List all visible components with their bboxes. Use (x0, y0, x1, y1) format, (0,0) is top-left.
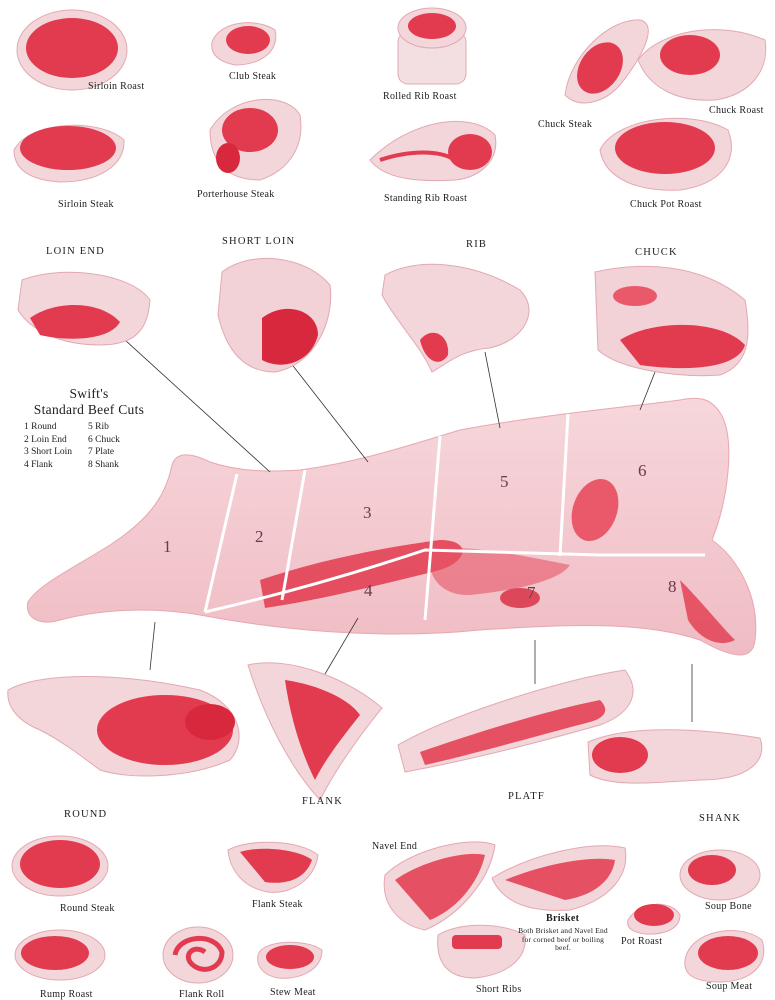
carcass-number-6: 6 (638, 462, 647, 479)
club-steak-label: Club Steak (229, 72, 276, 82)
flank-roll-label: Flank Roll (179, 990, 225, 1000)
stew-meat-label: Stew Meat (270, 988, 316, 998)
short-ribs-label: Short Ribs (476, 985, 522, 995)
legend-title: Swift's (24, 386, 154, 402)
chuck-pot-roast-label: Chuck Pot Roast (630, 200, 702, 210)
legend-item: 8 Shank (88, 459, 148, 472)
flank-piece (248, 663, 382, 800)
flank-steak-label: Flank Steak (252, 900, 303, 910)
porterhouse-steak-label: Porterhouse Steak (197, 190, 275, 200)
legend-item: 3 Short Loin (24, 446, 88, 459)
chuck-roast-image (638, 30, 766, 101)
club-steak-image (212, 23, 276, 65)
legend-item: 5 Rib (88, 421, 148, 434)
short-loin-section-label: SHORT LOIN (222, 237, 295, 248)
brisket-note: Both Brisket and Navel End for corned be… (518, 927, 608, 953)
chuck-pot-roast-image (600, 118, 731, 190)
navel-end-label: Navel End (372, 842, 417, 852)
short-loin-piece (218, 258, 331, 372)
round-steak-image (12, 836, 108, 896)
flank-steak-image (228, 842, 318, 892)
rolled-rib-roast-label: Rolled Rib Roast (383, 92, 457, 102)
pot-roast-image (628, 904, 680, 934)
carcass-number-2: 2 (255, 528, 264, 545)
brisket-label: Brisket (546, 914, 579, 924)
sirloin-steak-image (14, 125, 124, 182)
plate-section-label: PLATF (508, 792, 545, 803)
carcass-number-3: 3 (363, 504, 372, 521)
round-piece (8, 677, 239, 776)
legend-item: 1 Round (24, 421, 88, 434)
carcass-number-4: 4 (364, 582, 373, 599)
loin-end-section-label: LOIN END (46, 247, 105, 258)
stew-meat-image (258, 942, 322, 978)
soup-bone-image (680, 850, 760, 900)
loin-end-piece (18, 272, 150, 345)
soup-meat-image (685, 930, 764, 982)
shank-section-label: SHANK (699, 814, 741, 825)
sirloin-roast-image (17, 10, 127, 90)
round-section-label: ROUND (64, 810, 107, 821)
soup-bone-label: Soup Bone (705, 902, 752, 912)
shank-piece (588, 730, 762, 783)
chuck-piece (595, 266, 748, 375)
sirloin-steak-label: Sirloin Steak (58, 200, 114, 210)
carcass-number-8: 8 (668, 578, 677, 595)
legend-item: 4 Flank (24, 459, 88, 472)
standing-rib-roast-image (370, 121, 496, 180)
rib-piece (382, 264, 529, 372)
legend-item: 6 Chuck (88, 434, 148, 447)
flank-roll-image (163, 927, 233, 983)
short-ribs-image (438, 925, 526, 978)
rump-roast-image (15, 930, 105, 980)
carcass-number-1: 1 (163, 538, 172, 555)
pot-roast-label: Pot Roast (621, 937, 662, 947)
carcass-number-5: 5 (500, 473, 509, 490)
legend-item: 7 Plate (88, 446, 148, 459)
round-steak-label: Round Steak (60, 904, 115, 914)
chuck-roast-label: Chuck Roast (709, 106, 764, 116)
standard-cuts-legend: Swift's Standard Beef Cuts 1 Round 5 Rib… (24, 386, 154, 471)
standing-rib-roast-label: Standing Rib Roast (384, 194, 467, 204)
rib-section-label: RIB (466, 240, 487, 251)
sirloin-roast-label: Sirloin Roast (88, 82, 144, 92)
soup-meat-label: Soup Meat (706, 982, 752, 992)
flank-section-label: FLANK (302, 797, 343, 808)
chuck-steak-image (565, 20, 648, 103)
legend-item: 2 Loin End (24, 434, 88, 447)
navel-end-image (384, 842, 495, 930)
rolled-rib-roast-image (398, 8, 466, 84)
chuck-steak-label: Chuck Steak (538, 120, 592, 130)
carcass-number-7: 7 (527, 584, 536, 601)
brisket-image (492, 846, 626, 911)
rump-roast-label: Rump Roast (40, 990, 93, 1000)
porterhouse-steak-image (210, 99, 301, 180)
chuck-section-label: CHUCK (635, 248, 678, 259)
legend-subtitle: Standard Beef Cuts (24, 402, 154, 418)
